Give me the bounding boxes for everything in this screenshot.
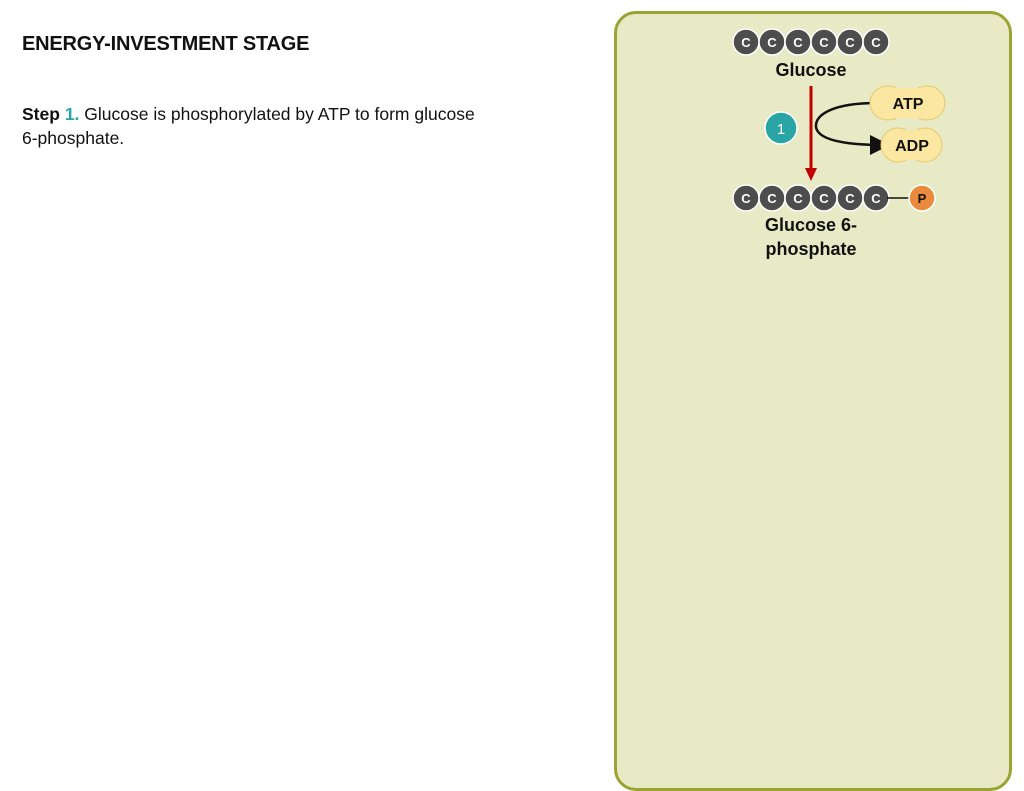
g6p-carbon-label: C	[767, 191, 777, 206]
glucose-carbon-label: C	[767, 35, 777, 50]
svg-text:P: P	[918, 191, 927, 206]
glucose-carbon-atom	[862, 28, 890, 56]
stage-title: ENERGY-INVESTMENT STAGE	[22, 33, 310, 55]
glucose-carbon-label: C	[845, 35, 855, 50]
g6p-carbon-label: C	[871, 191, 881, 206]
reaction-arrow	[805, 86, 817, 181]
glucose-carbon-label: C	[819, 35, 829, 50]
g6p-carbon-label: C	[741, 191, 751, 206]
phosphate-group: P	[908, 184, 936, 212]
adp-molecule: ADP	[880, 127, 943, 163]
glucose-carbon-label: C	[793, 35, 803, 50]
atp-molecule: ATP	[869, 85, 946, 121]
glucose-label: Glucose	[775, 60, 846, 80]
step-word: Step	[22, 104, 60, 124]
step-text: Glucose is phosphorylated by ATP to form…	[22, 104, 475, 148]
g6p-carbon-label: C	[819, 191, 829, 206]
step-description: Step 1. Glucose is phosphorylated by ATP…	[22, 102, 492, 150]
glucose-carbon-label: C	[741, 35, 751, 50]
svg-text:1: 1	[777, 121, 785, 138]
product-label-line1: Glucose 6-	[765, 215, 857, 235]
adp-label: ADP	[895, 138, 929, 155]
glycolysis-panel	[614, 11, 1012, 791]
product-label-line2: phosphate	[765, 239, 856, 259]
atp-adp-arrow	[814, 101, 890, 155]
g6p-carbon-label: C	[793, 191, 803, 206]
step-badge: 1	[764, 111, 798, 145]
step-number: 1.	[64, 104, 80, 124]
g6p-carbon-label: C	[845, 191, 855, 206]
glycolysis-diagram: C C C C C C Glucose 1 ATP ADP C C C C C C P Glucos…	[732, 28, 946, 259]
atp-label: ATP	[893, 96, 924, 113]
glucose-carbon-label: C	[871, 35, 881, 50]
